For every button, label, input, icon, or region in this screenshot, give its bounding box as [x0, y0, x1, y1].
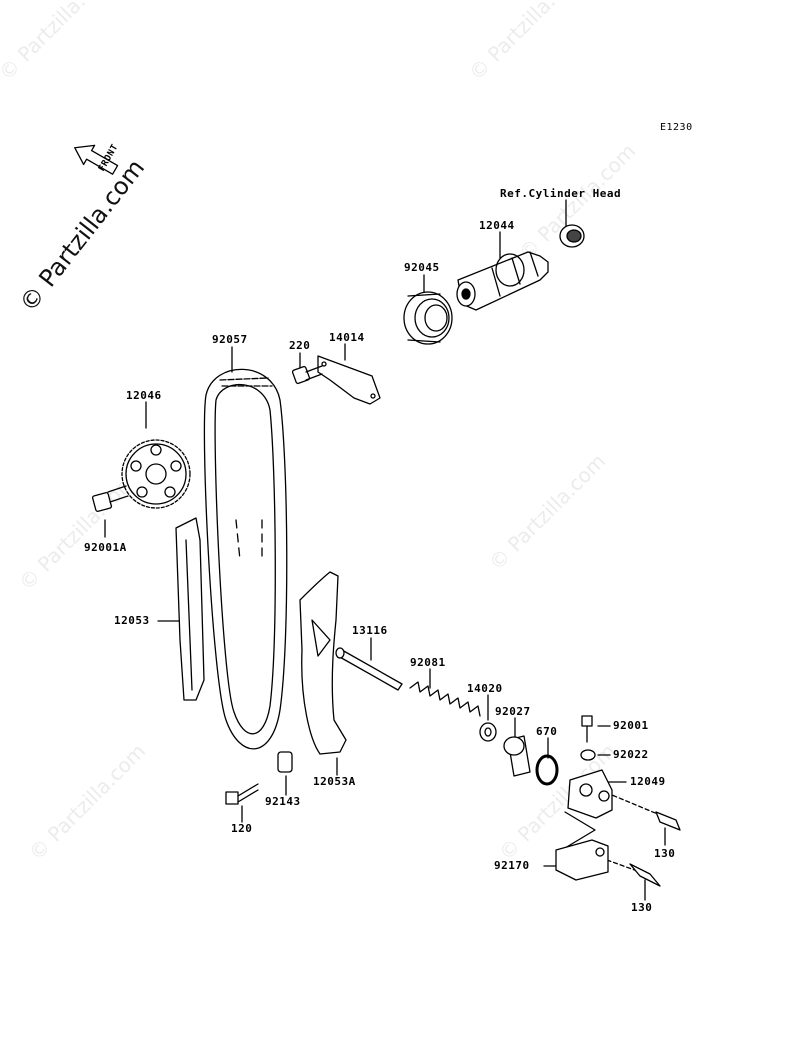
part-label[interactable]: 12046	[126, 389, 162, 402]
part-label[interactable]: 92081	[410, 656, 446, 669]
camshaft-12044	[456, 251, 549, 311]
bolt-130-upper	[655, 811, 681, 831]
part-label[interactable]: 92001	[613, 719, 649, 732]
bolt-92001a	[92, 485, 129, 512]
o-ring-670	[535, 754, 559, 786]
bolt-120	[225, 783, 259, 805]
part-label[interactable]: 12053	[114, 614, 150, 627]
spring-92081	[409, 681, 481, 717]
part-label[interactable]: 92170	[494, 859, 530, 872]
plate-14014	[317, 355, 381, 405]
reference-label: Ref.Cylinder Head	[500, 187, 622, 200]
bearing-92045	[403, 291, 453, 345]
part-label[interactable]: 12053A	[313, 775, 356, 788]
part-label[interactable]: 14014	[329, 331, 365, 344]
sprocket-12046	[121, 439, 191, 509]
part-label[interactable]: 14020	[467, 682, 503, 695]
part-label[interactable]: 13116	[352, 624, 388, 637]
bolt-92001	[581, 715, 593, 743]
collar-92143	[277, 751, 293, 773]
tensioner-body-12049	[567, 769, 613, 819]
collar-92027	[503, 735, 531, 777]
part-label[interactable]: 92057	[212, 333, 248, 346]
part-label[interactable]: 220	[289, 339, 311, 352]
chain-guide-12053	[175, 517, 205, 701]
nut-14020	[479, 722, 497, 742]
bolt-130-lower	[629, 863, 661, 887]
part-label[interactable]: 92022	[613, 748, 649, 761]
washer-92022	[580, 749, 596, 761]
bolt-220	[291, 365, 323, 385]
part-label[interactable]: 120	[231, 822, 253, 835]
cam-chain-92057	[203, 368, 288, 750]
part-label[interactable]: 12049	[630, 775, 666, 788]
bearing-cylinder-head	[559, 224, 585, 248]
front-arrow-icon	[74, 144, 119, 175]
part-label[interactable]: 670	[536, 725, 558, 738]
part-label[interactable]: 130	[631, 901, 653, 914]
diagram-code: E1230	[660, 122, 693, 133]
pin-13116	[335, 647, 403, 691]
part-label[interactable]: 92045	[404, 261, 440, 274]
bracket-92170	[555, 839, 609, 881]
part-label[interactable]: 92027	[495, 705, 531, 718]
part-label[interactable]: 92143	[265, 795, 301, 808]
chain-tensioner-guide-12053a	[299, 571, 347, 755]
part-label[interactable]: 130	[654, 847, 676, 860]
part-label[interactable]: 92001A	[84, 541, 127, 554]
part-label[interactable]: 12044	[479, 219, 515, 232]
